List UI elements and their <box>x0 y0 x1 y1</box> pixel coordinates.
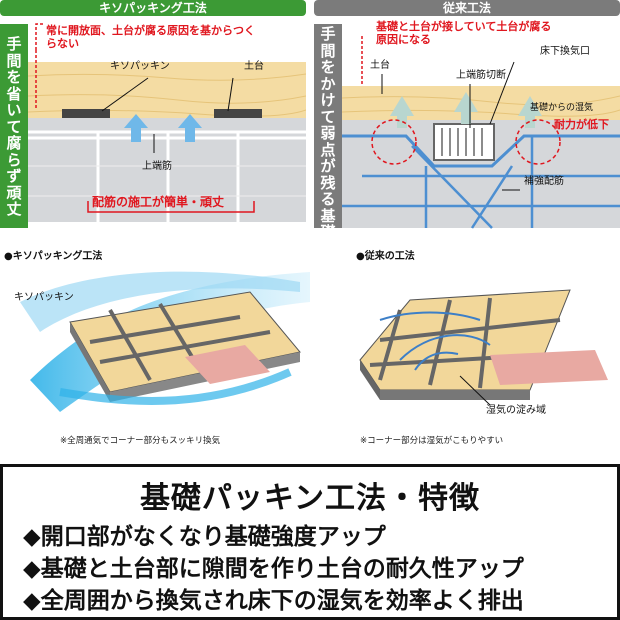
feature-item-2: ◆基礎と土台部に隙間を作り土台の耐久性アップ <box>23 556 524 582</box>
label-moisture: 基礎からの湿気 <box>530 103 594 113</box>
feature-item-3: ◆全周囲から換気され床下の湿気を効率よく排出 <box>23 588 524 614</box>
header-conventional-label: 従来工法 <box>442 1 491 15</box>
feature-item-1: ◆開口部がなくなり基礎強度アップ <box>23 524 386 550</box>
red-note-conventional: 基礎と土台が接していて土台が腐る原因になる <box>376 20 552 46</box>
side-bar-gray <box>314 24 342 228</box>
middle-left-title: ●キソパッキング工法 <box>4 251 103 262</box>
side-text-green: 手間を省いて腐らず頑丈 <box>6 35 22 218</box>
red-caption-easy-strong: 配筋の施工が簡単・頑丈 <box>92 195 225 209</box>
kiso-packing-cross-section <box>28 23 306 222</box>
kiso-packing-section-panel: 手間を省いて腐らず頑丈 常に開放面、土台が腐る原因を基からつくらない キソパッキ… <box>0 16 306 230</box>
label-kiso-packing-top: キソパッキン <box>110 61 170 72</box>
conventional-isometric <box>359 289 608 406</box>
header-kiso-packing-label: キソパッキング工法 <box>99 1 207 15</box>
kiso-packing-isometric <box>20 271 310 412</box>
side-bar-green <box>0 24 28 228</box>
conventional-section-panel: 手間をかけて弱点が残る基礎 基礎と土台が接していて土台が腐る原因になる 床下換気… <box>314 16 620 240</box>
note-conventional-iso: ※コーナー部分は湿気がこもりやすい <box>360 436 504 446</box>
middle-right-title: ●従来の工法 <box>356 251 415 262</box>
label-kiso-packing-iso: キソパッキン <box>14 292 74 303</box>
features-title: 基礎パッキン工法・特徴 <box>139 481 481 516</box>
red-note-kiso: 常に開放面、土台が腐る原因を基からつくらない <box>46 24 255 50</box>
label-reinforce: 補強配筋 <box>524 176 564 187</box>
label-sill-top-right: 土台 <box>370 60 390 71</box>
note-kiso-iso: ※全周通気でコーナー部分もスッキリ換気 <box>60 436 221 446</box>
label-stagnant-zone: 湿気の淀み域 <box>486 405 546 416</box>
header-kiso-packing: キソパッキング工法 <box>0 0 306 16</box>
red-weak-label: 耐力が低下 <box>554 118 609 131</box>
label-sill-top-left: 土台 <box>244 61 264 72</box>
label-floor-vent: 床下換気口 <box>540 46 590 57</box>
header-conventional: 従来工法 <box>314 0 620 16</box>
features-panel: 基礎パッキン工法・特徴 ◆開口部がなくなり基礎強度アップ ◆基礎と土台部に隙間を… <box>0 464 620 620</box>
label-rebar-cut: 上端筋切断 <box>456 70 506 81</box>
conventional-cross-section <box>342 36 620 229</box>
label-top-rebar: 上端筋 <box>142 161 172 172</box>
side-text-gray: 手間をかけて弱点が残る基礎 <box>320 25 336 241</box>
